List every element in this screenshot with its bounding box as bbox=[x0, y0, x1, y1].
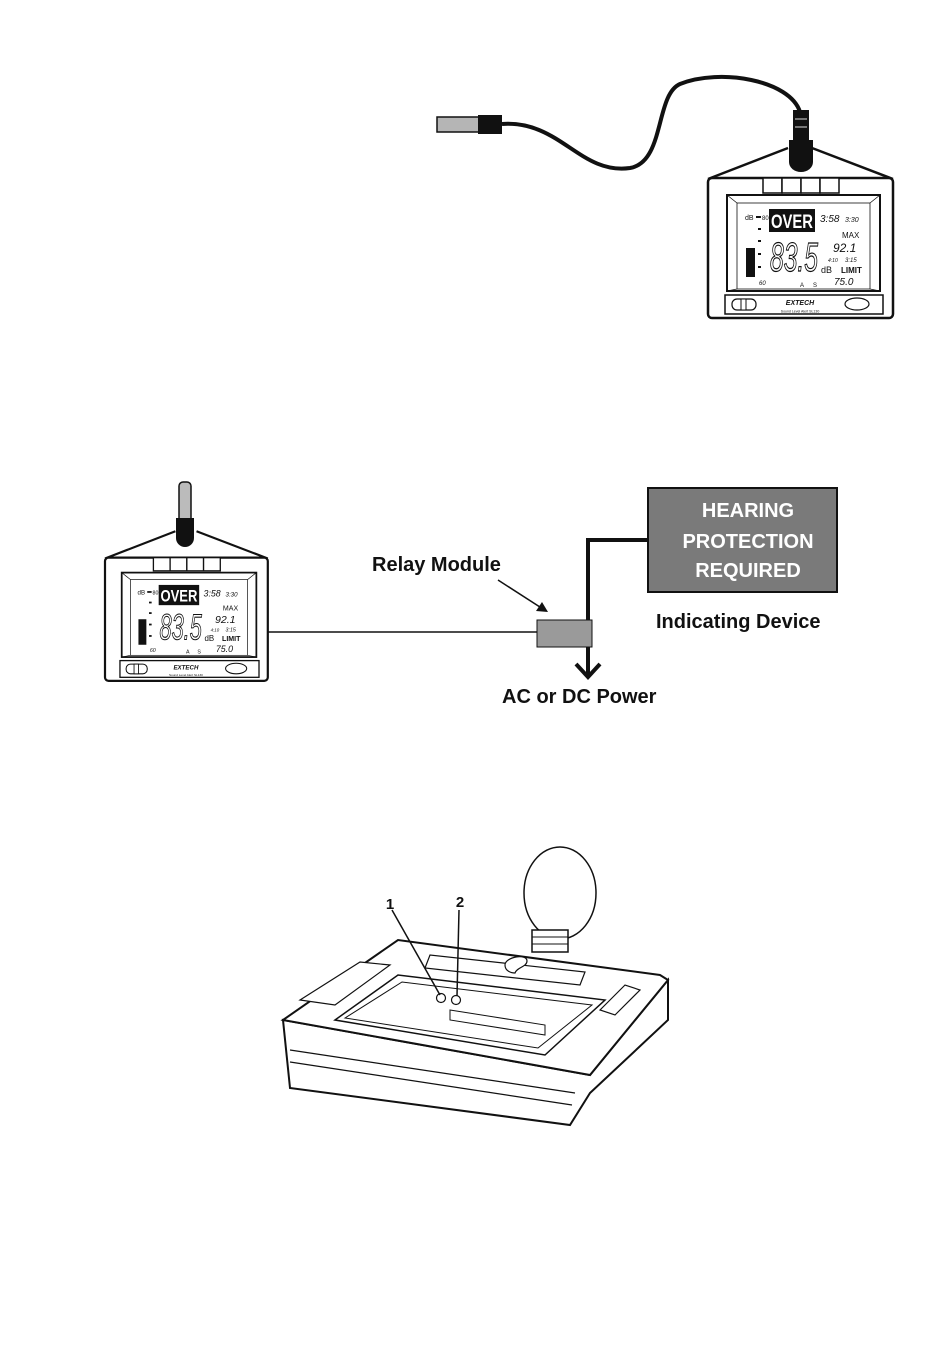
power-button[interactable] bbox=[845, 298, 869, 310]
lcd-reading: 83.5 bbox=[160, 606, 203, 647]
lcd-limit-label: LIMIT bbox=[841, 266, 862, 275]
meter-button[interactable] bbox=[204, 558, 221, 571]
lcd-weighting: A bbox=[186, 650, 190, 656]
indicator-text-line: REQUIRED bbox=[695, 560, 801, 582]
meter-button[interactable] bbox=[782, 178, 801, 193]
lcd-weighting: A bbox=[800, 283, 804, 289]
lcd-db-unit: dB bbox=[745, 215, 754, 222]
svg-text:4:10: 4:10 bbox=[211, 628, 220, 633]
extension-cable bbox=[502, 77, 800, 169]
lcd-limit-value: 75.0 bbox=[834, 277, 854, 288]
lcd-scale-bottom: 60 bbox=[150, 648, 156, 654]
svg-text:3:30: 3:30 bbox=[226, 591, 239, 598]
microphone-mount bbox=[176, 518, 194, 547]
lcd-scale-bottom: 60 bbox=[759, 281, 766, 287]
meter-button[interactable] bbox=[801, 178, 820, 193]
cable-plug-connector bbox=[478, 115, 502, 134]
power-button[interactable] bbox=[226, 663, 247, 674]
relay-module-label: Relay Module bbox=[372, 554, 501, 576]
power-label: AC or DC Power bbox=[502, 686, 657, 708]
lcd-response: S bbox=[197, 650, 201, 656]
lcd-level-bar bbox=[746, 248, 755, 277]
microphone-windscreen bbox=[179, 482, 191, 522]
brand-logo: EXTECH bbox=[173, 664, 199, 671]
model-name: Sound Level Alert SL130 bbox=[169, 673, 203, 677]
svg-text:4:10: 4:10 bbox=[828, 258, 838, 264]
lcd-reading: 83.5 bbox=[770, 234, 818, 280]
relay-output-jack[interactable] bbox=[452, 996, 461, 1005]
lcd-scale-top: 80 bbox=[153, 591, 159, 597]
lcd-max-value: 92.1 bbox=[833, 241, 856, 255]
brand-logo: EXTECH bbox=[786, 300, 815, 307]
lcd-db-unit: dB bbox=[138, 590, 146, 597]
callout-1: 1 bbox=[386, 896, 394, 913]
meter-button[interactable] bbox=[170, 558, 187, 571]
relay-module bbox=[537, 620, 592, 647]
lcd-over-text: OVER bbox=[160, 587, 197, 606]
dc-power-jack[interactable] bbox=[437, 994, 446, 1003]
meter-button[interactable] bbox=[153, 558, 170, 571]
lcd-max-value: 92.1 bbox=[215, 614, 236, 626]
extension-cable-diagram bbox=[437, 77, 813, 172]
lcd-reading-unit: dB bbox=[204, 634, 214, 643]
sound-level-meter: dB 80 60 OVER 3:58 3:30 MAX 92.1 4:10 3:… bbox=[708, 148, 893, 318]
lcd-limit-value: 75.0 bbox=[216, 644, 233, 654]
meter-button[interactable] bbox=[763, 178, 782, 193]
lcd-scale-top: 80 bbox=[762, 216, 769, 222]
relay-diagram-microphone bbox=[176, 482, 194, 547]
lcd-clock: 3:58 bbox=[204, 588, 221, 598]
relay-wiring: Relay Module HEARING PROTECTION REQUIRED… bbox=[268, 488, 837, 708]
indicator-wire bbox=[588, 540, 648, 620]
lcd-response: S bbox=[813, 283, 817, 289]
relay-pointer-arrow bbox=[498, 580, 543, 609]
lcd-max-label: MAX bbox=[842, 231, 860, 240]
indicator-text-line: HEARING bbox=[702, 500, 794, 522]
microphone-mount bbox=[789, 140, 813, 172]
svg-text:3:30: 3:30 bbox=[845, 217, 859, 224]
battery-compartment-diagram bbox=[283, 847, 668, 1125]
svg-text:3:15: 3:15 bbox=[226, 628, 236, 634]
callout-2: 2 bbox=[456, 894, 464, 911]
microphone-connector bbox=[793, 110, 809, 140]
lcd-limit-label: LIMIT bbox=[222, 636, 241, 643]
lcd-over-text: OVER bbox=[771, 212, 813, 233]
model-name: Sound Level Alert SL130 bbox=[781, 310, 820, 314]
microphone-neck bbox=[532, 930, 568, 952]
meter-buttons bbox=[763, 178, 839, 193]
indicating-device-label: Indicating Device bbox=[656, 611, 821, 633]
microphone-windscreen bbox=[524, 847, 596, 939]
lcd-reading-unit: dB bbox=[821, 265, 832, 275]
meter-button[interactable] bbox=[187, 558, 204, 571]
svg-text:3:15: 3:15 bbox=[845, 258, 857, 264]
meter-button[interactable] bbox=[820, 178, 839, 193]
lcd-max-label: MAX bbox=[223, 605, 239, 612]
lcd-clock: 3:58 bbox=[820, 214, 840, 225]
cable-plug-body bbox=[437, 117, 479, 132]
indicator-text-line: PROTECTION bbox=[682, 531, 813, 553]
sound-level-meter: dB 80 60 OVER 3:58 3:30 MAX 92.1 4:10 3:… bbox=[105, 531, 268, 681]
